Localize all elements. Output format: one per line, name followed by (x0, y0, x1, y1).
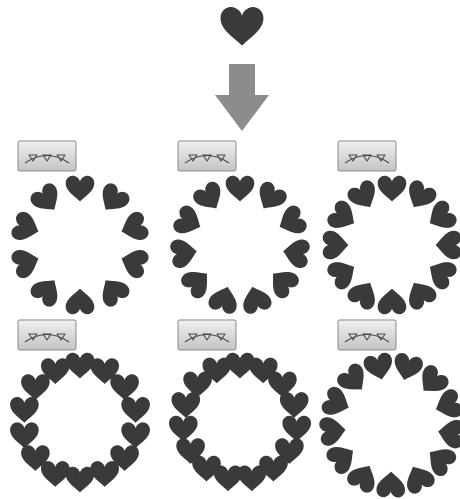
heart-icon (9, 209, 43, 246)
heart-icon (27, 180, 66, 219)
heart-icon (377, 175, 407, 202)
heart-icon (362, 351, 396, 383)
heart-icon (65, 288, 95, 315)
arc-array-icon (344, 333, 390, 343)
heart-icon (319, 384, 355, 421)
heart-icon (169, 415, 198, 442)
heart-icon (238, 282, 274, 316)
arrow-shape (215, 64, 269, 131)
heart-icon (190, 179, 229, 217)
heart-icon (117, 209, 151, 246)
heart-icon (376, 471, 406, 498)
heart-icon (390, 351, 425, 384)
arc-array-button[interactable] (17, 319, 77, 351)
heart-icon (318, 415, 348, 447)
heart-icon (121, 422, 150, 449)
heart-icon (169, 237, 199, 270)
heart-icon (21, 374, 50, 400)
variant-1 (9, 140, 151, 315)
heart-icon (225, 175, 255, 202)
heart-icon (322, 230, 349, 260)
arc-array-button[interactable] (337, 319, 397, 351)
heart-icon (268, 371, 297, 398)
variant-3 (322, 140, 460, 315)
heart-icon (94, 271, 133, 310)
variant-5 (169, 319, 311, 492)
variant-grid (9, 140, 460, 498)
heart-icon (279, 392, 309, 418)
arc-array-icon (184, 333, 230, 343)
arc-array-button[interactable] (17, 140, 77, 172)
arc-array-icon (184, 154, 230, 164)
variant-2 (169, 140, 311, 316)
heart-icon (220, 7, 264, 46)
heart-icon (251, 179, 290, 217)
heart-icon (10, 422, 39, 449)
heart-icon (121, 397, 150, 423)
arc-array-button[interactable] (177, 140, 237, 172)
heart-icon (377, 288, 407, 315)
heart-icon (263, 262, 302, 302)
heart-icon (435, 230, 460, 260)
heart-icon (41, 461, 70, 487)
heart-icon (65, 175, 95, 202)
heart-icon (65, 352, 95, 379)
arc-array-button[interactable] (337, 140, 397, 172)
heart-icon (90, 461, 119, 487)
heart-icon (213, 465, 243, 492)
variant-4 (10, 319, 150, 493)
arc-array-icon (24, 333, 70, 343)
heart-icon (27, 271, 66, 310)
heart-icon (65, 466, 95, 493)
heart-icon (171, 392, 201, 418)
arrow-down-icon (215, 64, 269, 131)
arc-array-button[interactable] (177, 319, 237, 351)
arc-array-icon (24, 154, 70, 164)
heart-icon (282, 415, 311, 442)
heart-icon (171, 203, 207, 240)
heart-icon (94, 180, 133, 219)
variant-6 (318, 319, 460, 498)
heart-icon (431, 387, 460, 423)
heart-icon (178, 262, 217, 302)
heart-icon (436, 417, 460, 450)
heart-icon (183, 371, 212, 398)
heart-icon (206, 282, 242, 316)
heart-icon (110, 374, 139, 400)
arc-array-icon (344, 154, 390, 164)
heart-icon (9, 244, 43, 281)
heart-icon (10, 397, 39, 423)
source-heart (220, 7, 264, 46)
heart-icon (273, 203, 309, 240)
heart-icon (117, 244, 151, 281)
heart-icon (281, 237, 311, 270)
